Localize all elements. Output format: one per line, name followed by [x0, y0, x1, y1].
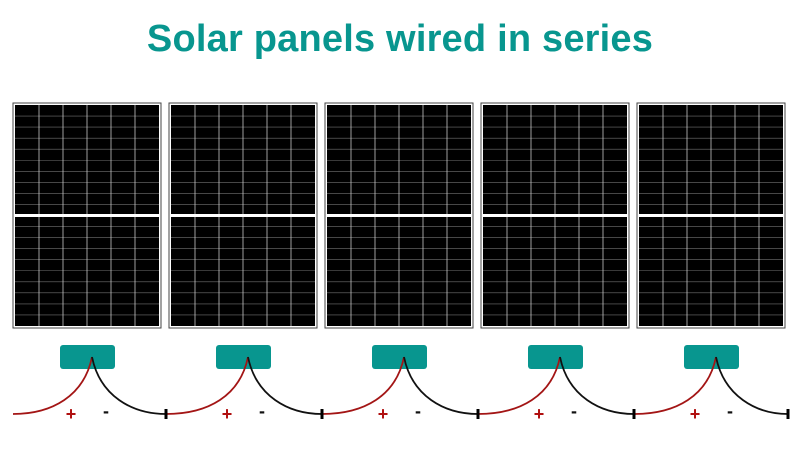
positive-wire-1 — [12, 356, 93, 415]
junction-box-5 — [684, 345, 739, 369]
positive-label: + — [222, 404, 233, 424]
negative-wire-3 — [403, 356, 479, 415]
junction-box-4 — [528, 345, 583, 369]
negative-wire-5 — [715, 356, 789, 415]
positive-wire-2 — [165, 356, 249, 415]
negative-label: - — [727, 401, 733, 421]
negative-wire-1 — [91, 356, 167, 415]
positive-wire-3 — [321, 356, 405, 415]
negative-label: - — [259, 401, 265, 421]
junction-box-2 — [216, 345, 271, 369]
solar-panel-5 — [636, 102, 786, 329]
negative-wire-4 — [559, 356, 635, 415]
positive-wire-4 — [477, 356, 561, 415]
junction-box-1 — [60, 345, 115, 369]
negative-label: - — [415, 401, 421, 421]
solar-panel-2 — [168, 102, 318, 329]
solar-panel-4 — [480, 102, 630, 329]
positive-label: + — [690, 404, 701, 424]
negative-wire-2 — [247, 356, 323, 415]
solar-panel-1 — [12, 102, 162, 329]
negative-label: - — [103, 401, 109, 421]
positive-label: + — [66, 404, 77, 424]
solar-panel-3 — [324, 102, 474, 329]
page-title: Solar panels wired in series — [146, 18, 654, 60]
junction-box-3 — [372, 345, 427, 369]
positive-wire-5 — [633, 356, 717, 415]
positive-label: + — [534, 404, 545, 424]
negative-label: - — [571, 401, 577, 421]
positive-label: + — [378, 404, 389, 424]
